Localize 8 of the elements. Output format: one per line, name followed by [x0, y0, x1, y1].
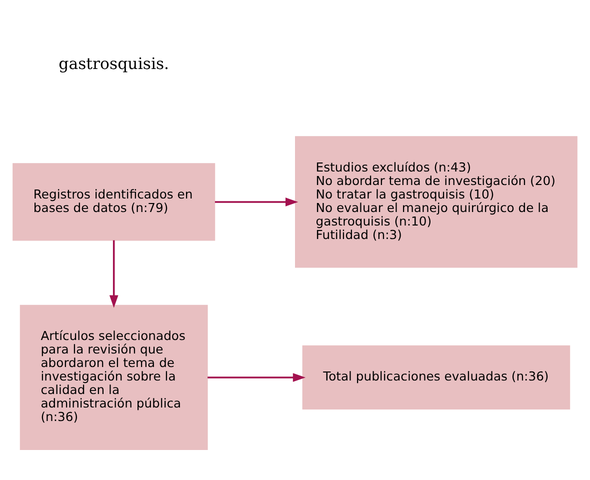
arrow — [109, 240, 118, 308]
node-box: Estudios excluídos (n:43) No abordar tema de investigación (20) No tratar la gastroquisis (10) No evaluar el manejo quirúrgico de la gastroquisis (n:10) Futilidad (n:3) — [295, 136, 578, 268]
node-box: Registros identificados en bases de datos (n:79) — [12, 162, 216, 240]
arrow — [208, 372, 306, 382]
node-box: Total publicaciones evaluadas (n:36) — [302, 344, 570, 410]
arrow — [214, 197, 298, 206]
label: gastrosquisis. — [58, 53, 170, 72]
node-box: Artículos seleccionados para la revisión que abordaron el tema de investigación sobre la calidad en la administración pública (n:36) — [20, 304, 208, 450]
